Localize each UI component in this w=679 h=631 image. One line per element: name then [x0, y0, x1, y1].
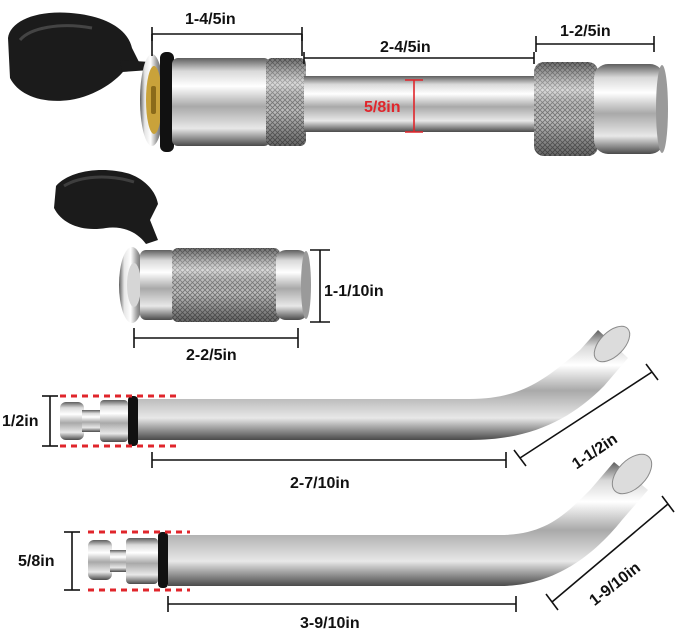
lock-2: [54, 170, 311, 323]
collar-knurl: [534, 62, 598, 156]
lock-body: [172, 58, 270, 146]
dim-pin1-length: 2-7/10in: [290, 475, 350, 492]
dimension-lines: [42, 27, 675, 612]
dust-cap-icon: [8, 12, 150, 101]
dim-pin2-length: 3-9/10in: [300, 615, 360, 631]
lock-collar: [594, 64, 664, 154]
dim-lock1-pin-length: 2-4/5in: [380, 39, 431, 56]
o-ring: [158, 532, 168, 588]
pin-diameter-marker: [405, 79, 423, 133]
dust-cap-icon: [54, 170, 158, 244]
lock-1: [8, 12, 668, 156]
dim-lock1-collar-length: 1-2/5in: [560, 23, 611, 40]
knurled-grip-icon: [266, 58, 306, 146]
dim-pin2-angle-length: 1-9/10in: [587, 559, 644, 609]
dim-pin1-diameter: 1/2in: [2, 413, 38, 430]
dim-lock2-height: 1-1/10in: [324, 283, 384, 300]
dim-lock1-body-length: 1-4/5in: [185, 11, 236, 28]
padlock-keyhole-icon: [140, 54, 164, 146]
lock-pin: [304, 76, 542, 132]
o-ring: [160, 52, 174, 152]
knurled-grip-icon: [172, 248, 280, 322]
o-ring: [128, 396, 138, 446]
bent-pin-2: [88, 453, 653, 592]
dim-lock1-pin-diameter: 5/8in: [364, 99, 400, 116]
bent-pin-1: [60, 325, 631, 448]
dim-lock2-length: 2-2/5in: [186, 347, 237, 364]
dim-pin2-diameter: 5/8in: [18, 553, 54, 570]
